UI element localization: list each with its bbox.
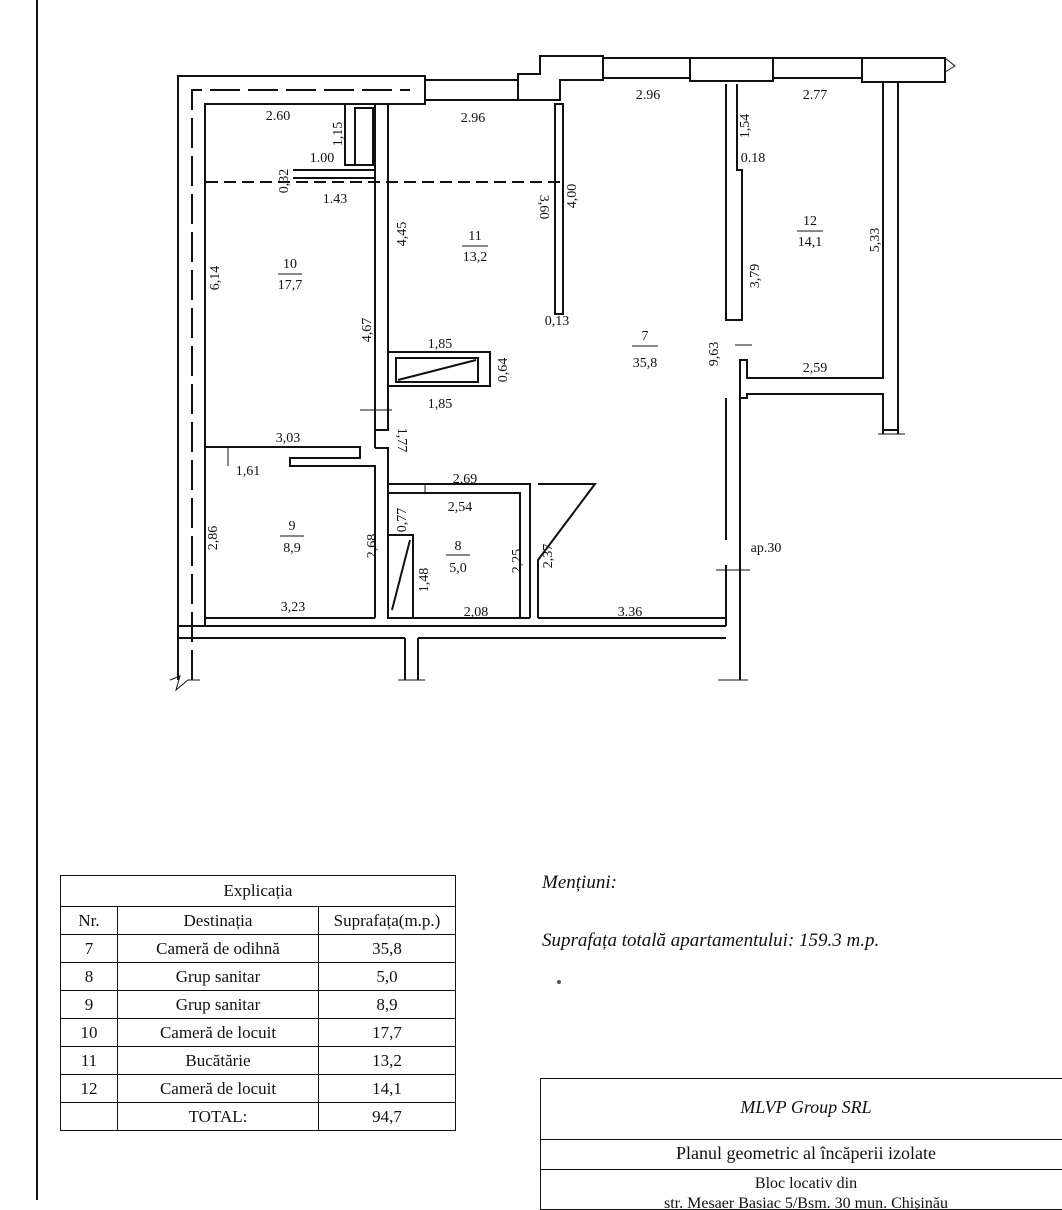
dim-label: 4,67 [360, 318, 375, 343]
row-area: 17,7 [318, 1018, 456, 1047]
mentions-heading: Mențiuni: [542, 872, 617, 893]
dim-label: 1,15 [331, 122, 346, 147]
dim-label: 4,00 [565, 184, 580, 209]
apartment-number: ap.30 [751, 541, 782, 556]
row-destination: Cameră de locuit [117, 1018, 319, 1047]
row-nr-empty [60, 1102, 118, 1131]
legend-header-row: Nr. Destinația Suprafața(m.p.) [60, 906, 456, 935]
dim-label: 2,25 [510, 549, 525, 574]
dim-label: 6,14 [208, 266, 223, 291]
row-nr: 10 [60, 1018, 118, 1047]
dim-label: 5,33 [868, 228, 883, 253]
dim-label: 2,68 [365, 534, 380, 559]
row-area: 5,0 [318, 962, 456, 991]
dim-label: 2,08 [464, 605, 489, 620]
dim-label: 0,64 [496, 358, 511, 383]
row-nr: 8 [60, 962, 118, 991]
title-block: MLVP Group SRL Planul geometric al încăp… [540, 1078, 1062, 1210]
room-area-12: 14,1 [798, 235, 823, 250]
dim-label: 2,86 [206, 526, 221, 551]
dim-label: 2.77 [803, 88, 828, 103]
room-label-12: 12 [803, 214, 817, 229]
dim-label: 2,69 [453, 472, 478, 487]
legend-total-row: TOTAL: 94,7 [60, 1102, 456, 1131]
legend-total-label: TOTAL: [117, 1102, 319, 1131]
room-label-7: 7 [642, 329, 649, 344]
company-name: MLVP Group SRL [740, 1097, 872, 1117]
building-address: str. Mesaer Basiac 5/Bsm. 30 mun. Chişin… [664, 1195, 948, 1209]
room-area-10: 17,7 [278, 278, 303, 293]
dim-label: 1,85 [428, 397, 453, 412]
ink-dot [557, 980, 561, 984]
dim-label: 3,79 [748, 264, 763, 289]
dim-label: 2,59 [803, 361, 828, 376]
page-frame-border [36, 0, 38, 1200]
dim-label: 0,77 [395, 508, 410, 533]
dim-label: 1,77 [394, 428, 409, 453]
dim-label: 0.18 [741, 151, 766, 166]
dim-label: 2.96 [461, 111, 486, 126]
room-label-10: 10 [283, 257, 297, 272]
legend-header-destination: Destinația [117, 906, 319, 935]
row-area: 8,9 [318, 990, 456, 1019]
room-label-9: 9 [289, 519, 296, 534]
room-area-8: 5,0 [449, 561, 467, 576]
building-type: Bloc locativ din [754, 1175, 858, 1192]
row-destination: Cameră de locuit [117, 1074, 319, 1103]
row-destination: Cameră de odihnă [117, 934, 319, 963]
dim-label: 1.43 [323, 192, 348, 207]
dim-label: 4,45 [395, 222, 410, 247]
dim-label: 1,85 [428, 337, 453, 352]
dim-label: 2.60 [266, 109, 291, 124]
room-area-7: 35,8 [633, 356, 658, 371]
dim-label: 3,60 [536, 195, 551, 220]
dim-label: 0,13 [545, 314, 570, 329]
dim-label: 1,61 [236, 464, 261, 479]
room-area-11: 13,2 [463, 250, 488, 265]
legend-total-value: 94,7 [318, 1102, 456, 1131]
dim-label: 3,23 [281, 600, 306, 615]
dim-label: 2,37 [541, 544, 556, 569]
legend-caption: Explicația [60, 875, 456, 907]
room-label-8: 8 [455, 539, 462, 554]
dim-label: 2,54 [448, 500, 473, 515]
room-label-11: 11 [468, 229, 481, 244]
floor-plan: 10 17,7 11 13,2 12 14,1 7 35,8 9 8,9 8 5… [169, 55, 956, 692]
plan-title: Planul geometric al încăperii izolate [676, 1143, 936, 1163]
row-area: 14,1 [318, 1074, 456, 1103]
total-apartment-area: Suprafața totală apartamentului: 159.3 m… [542, 930, 880, 951]
row-destination: Grup sanitar [117, 990, 319, 1019]
dim-label: 3,03 [276, 431, 301, 446]
dim-label: 9,63 [707, 342, 722, 367]
row-area: 13,2 [318, 1046, 456, 1075]
dim-label: 1.00 [310, 151, 335, 166]
dim-label: 2.96 [636, 88, 661, 103]
row-destination: Bucătărie [117, 1046, 319, 1075]
row-nr: 12 [60, 1074, 118, 1103]
row-nr: 7 [60, 934, 118, 963]
divider [541, 1169, 1062, 1170]
row-destination: Grup sanitar [117, 962, 319, 991]
divider [541, 1139, 1062, 1140]
row-nr: 11 [60, 1046, 118, 1075]
row-area: 35,8 [318, 934, 456, 963]
dim-label: 1,48 [417, 568, 432, 593]
legend-header-nr: Nr. [60, 906, 118, 935]
room-area-9: 8,9 [283, 541, 301, 556]
dim-label: 0,32 [277, 169, 292, 194]
dim-label: 3.36 [618, 605, 643, 620]
row-nr: 9 [60, 990, 118, 1019]
dim-label: 1,54 [738, 114, 753, 139]
legend-header-area: Suprafața(m.p.) [318, 906, 456, 935]
legend-table: Explicația Nr. Destinația Suprafața(m.p.… [60, 875, 456, 1131]
